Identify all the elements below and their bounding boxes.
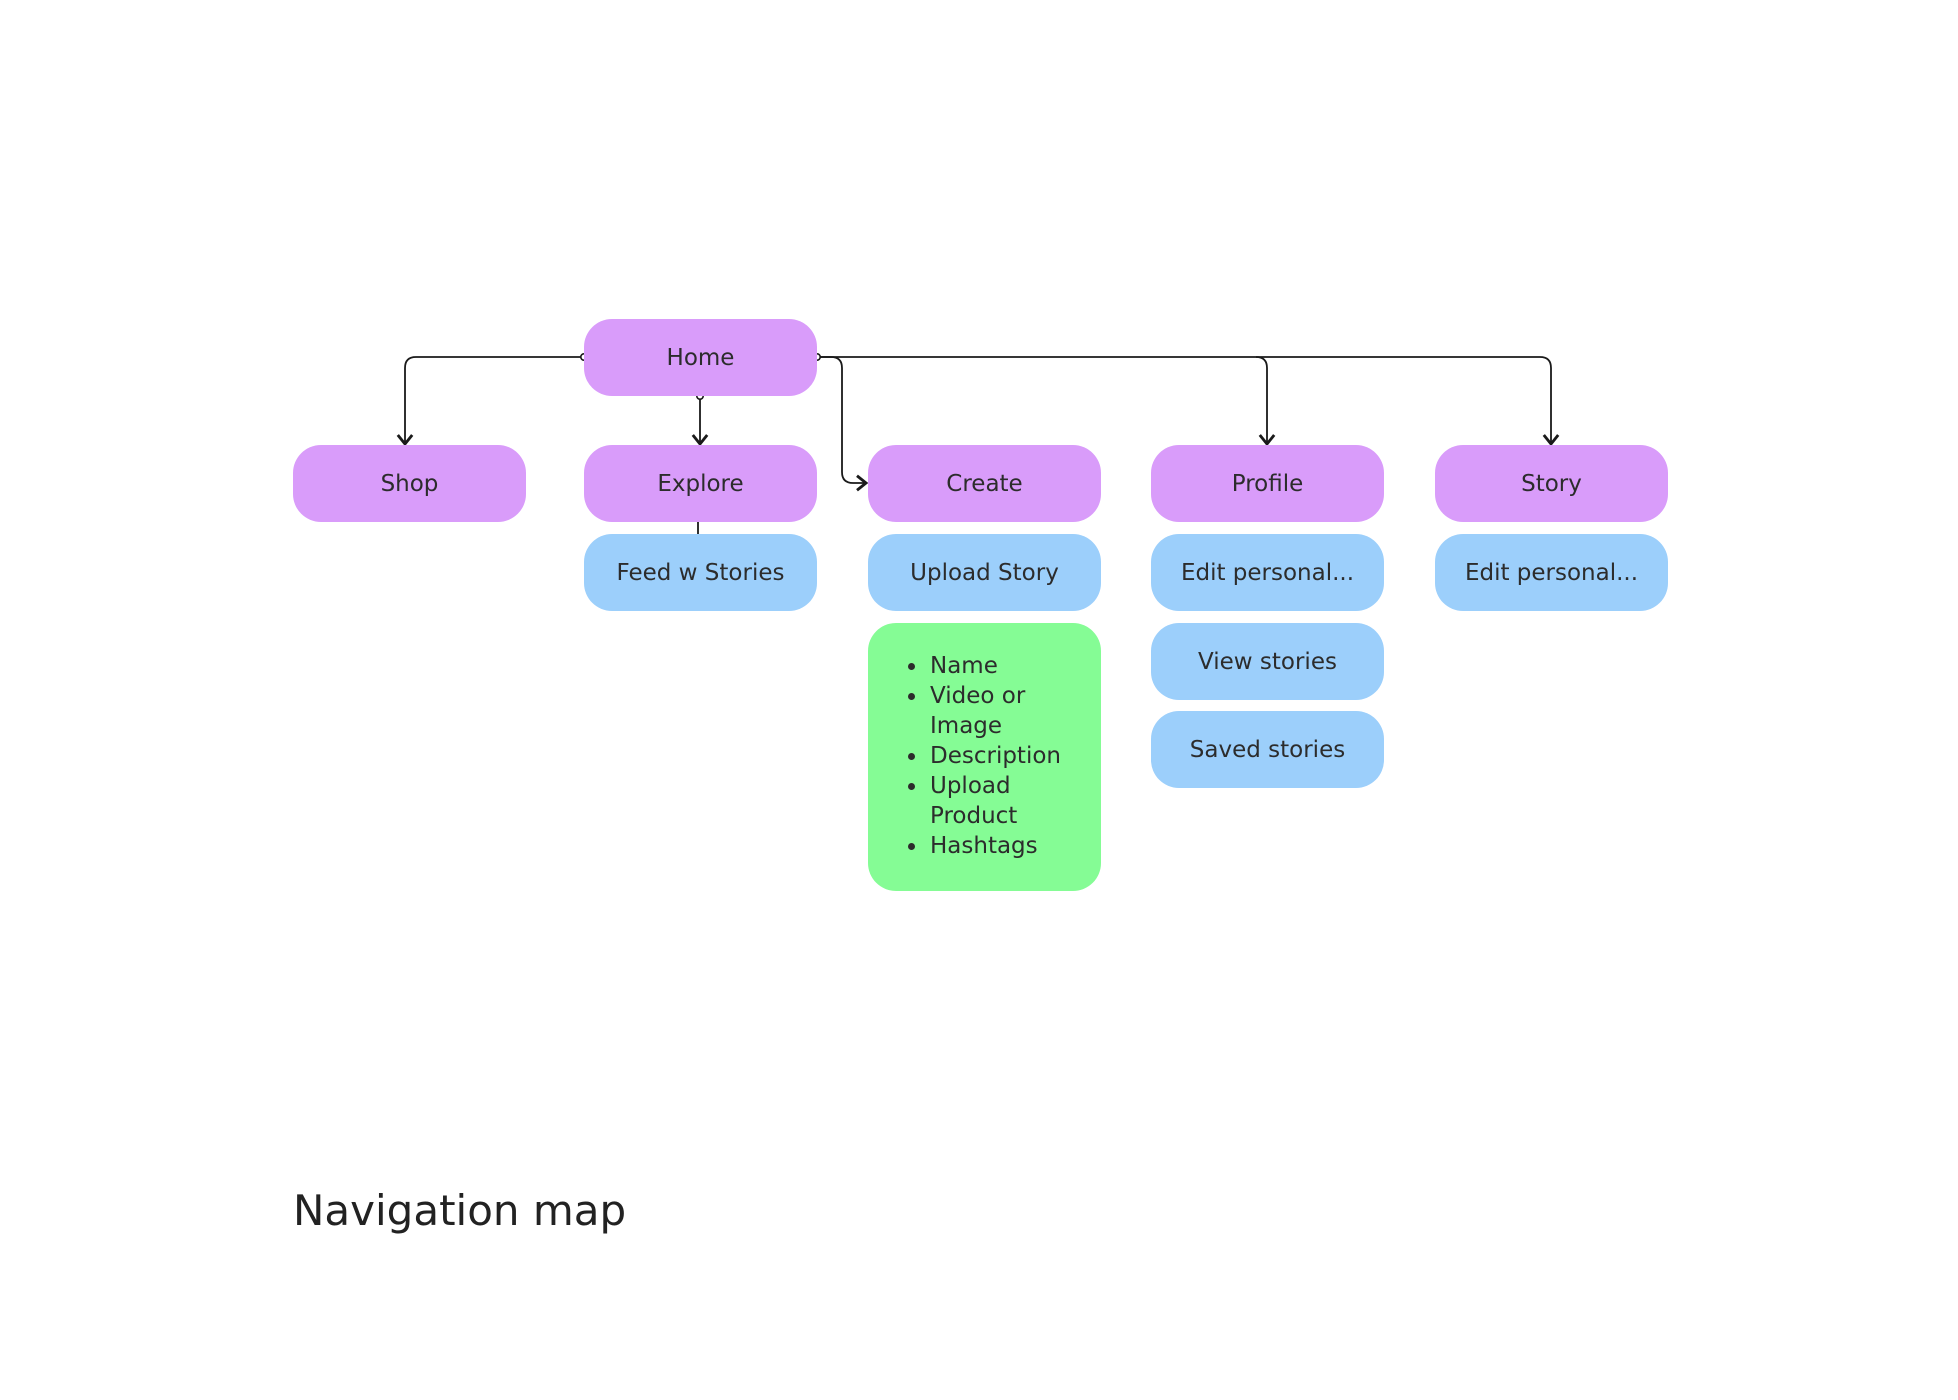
diagram-title: Navigation map <box>293 1186 627 1235</box>
upload-fields-list: Name Video or Image Description Upload P… <box>868 623 1101 861</box>
node-profile-edit-personal[interactable]: Edit personal... <box>1151 534 1384 611</box>
list-item: Hashtags <box>928 831 1081 861</box>
connector-home-create <box>817 356 869 492</box>
node-view-stories[interactable]: View stories <box>1151 623 1384 700</box>
connector-home-story <box>1256 356 1560 447</box>
list-item: Upload Product <box>928 771 1081 831</box>
node-story[interactable]: Story <box>1435 445 1668 522</box>
node-create[interactable]: Create <box>868 445 1101 522</box>
node-upload-story[interactable]: Upload Story <box>868 534 1101 611</box>
node-upload-story-fields[interactable]: Name Video or Image Description Upload P… <box>868 623 1101 891</box>
connector-home-shop <box>396 356 584 447</box>
node-home[interactable]: Home <box>584 319 817 396</box>
node-feed-w-stories[interactable]: Feed w Stories <box>584 534 817 611</box>
node-saved-stories[interactable]: Saved stories <box>1151 711 1384 788</box>
list-item: Video or Image <box>928 681 1081 741</box>
list-item: Description <box>928 741 1081 771</box>
node-explore[interactable]: Explore <box>584 445 817 522</box>
node-profile[interactable]: Profile <box>1151 445 1384 522</box>
node-story-edit-personal[interactable]: Edit personal... <box>1435 534 1668 611</box>
node-shop[interactable]: Shop <box>293 445 526 522</box>
list-item: Name <box>928 651 1081 681</box>
connector-home-profile <box>817 356 1276 447</box>
